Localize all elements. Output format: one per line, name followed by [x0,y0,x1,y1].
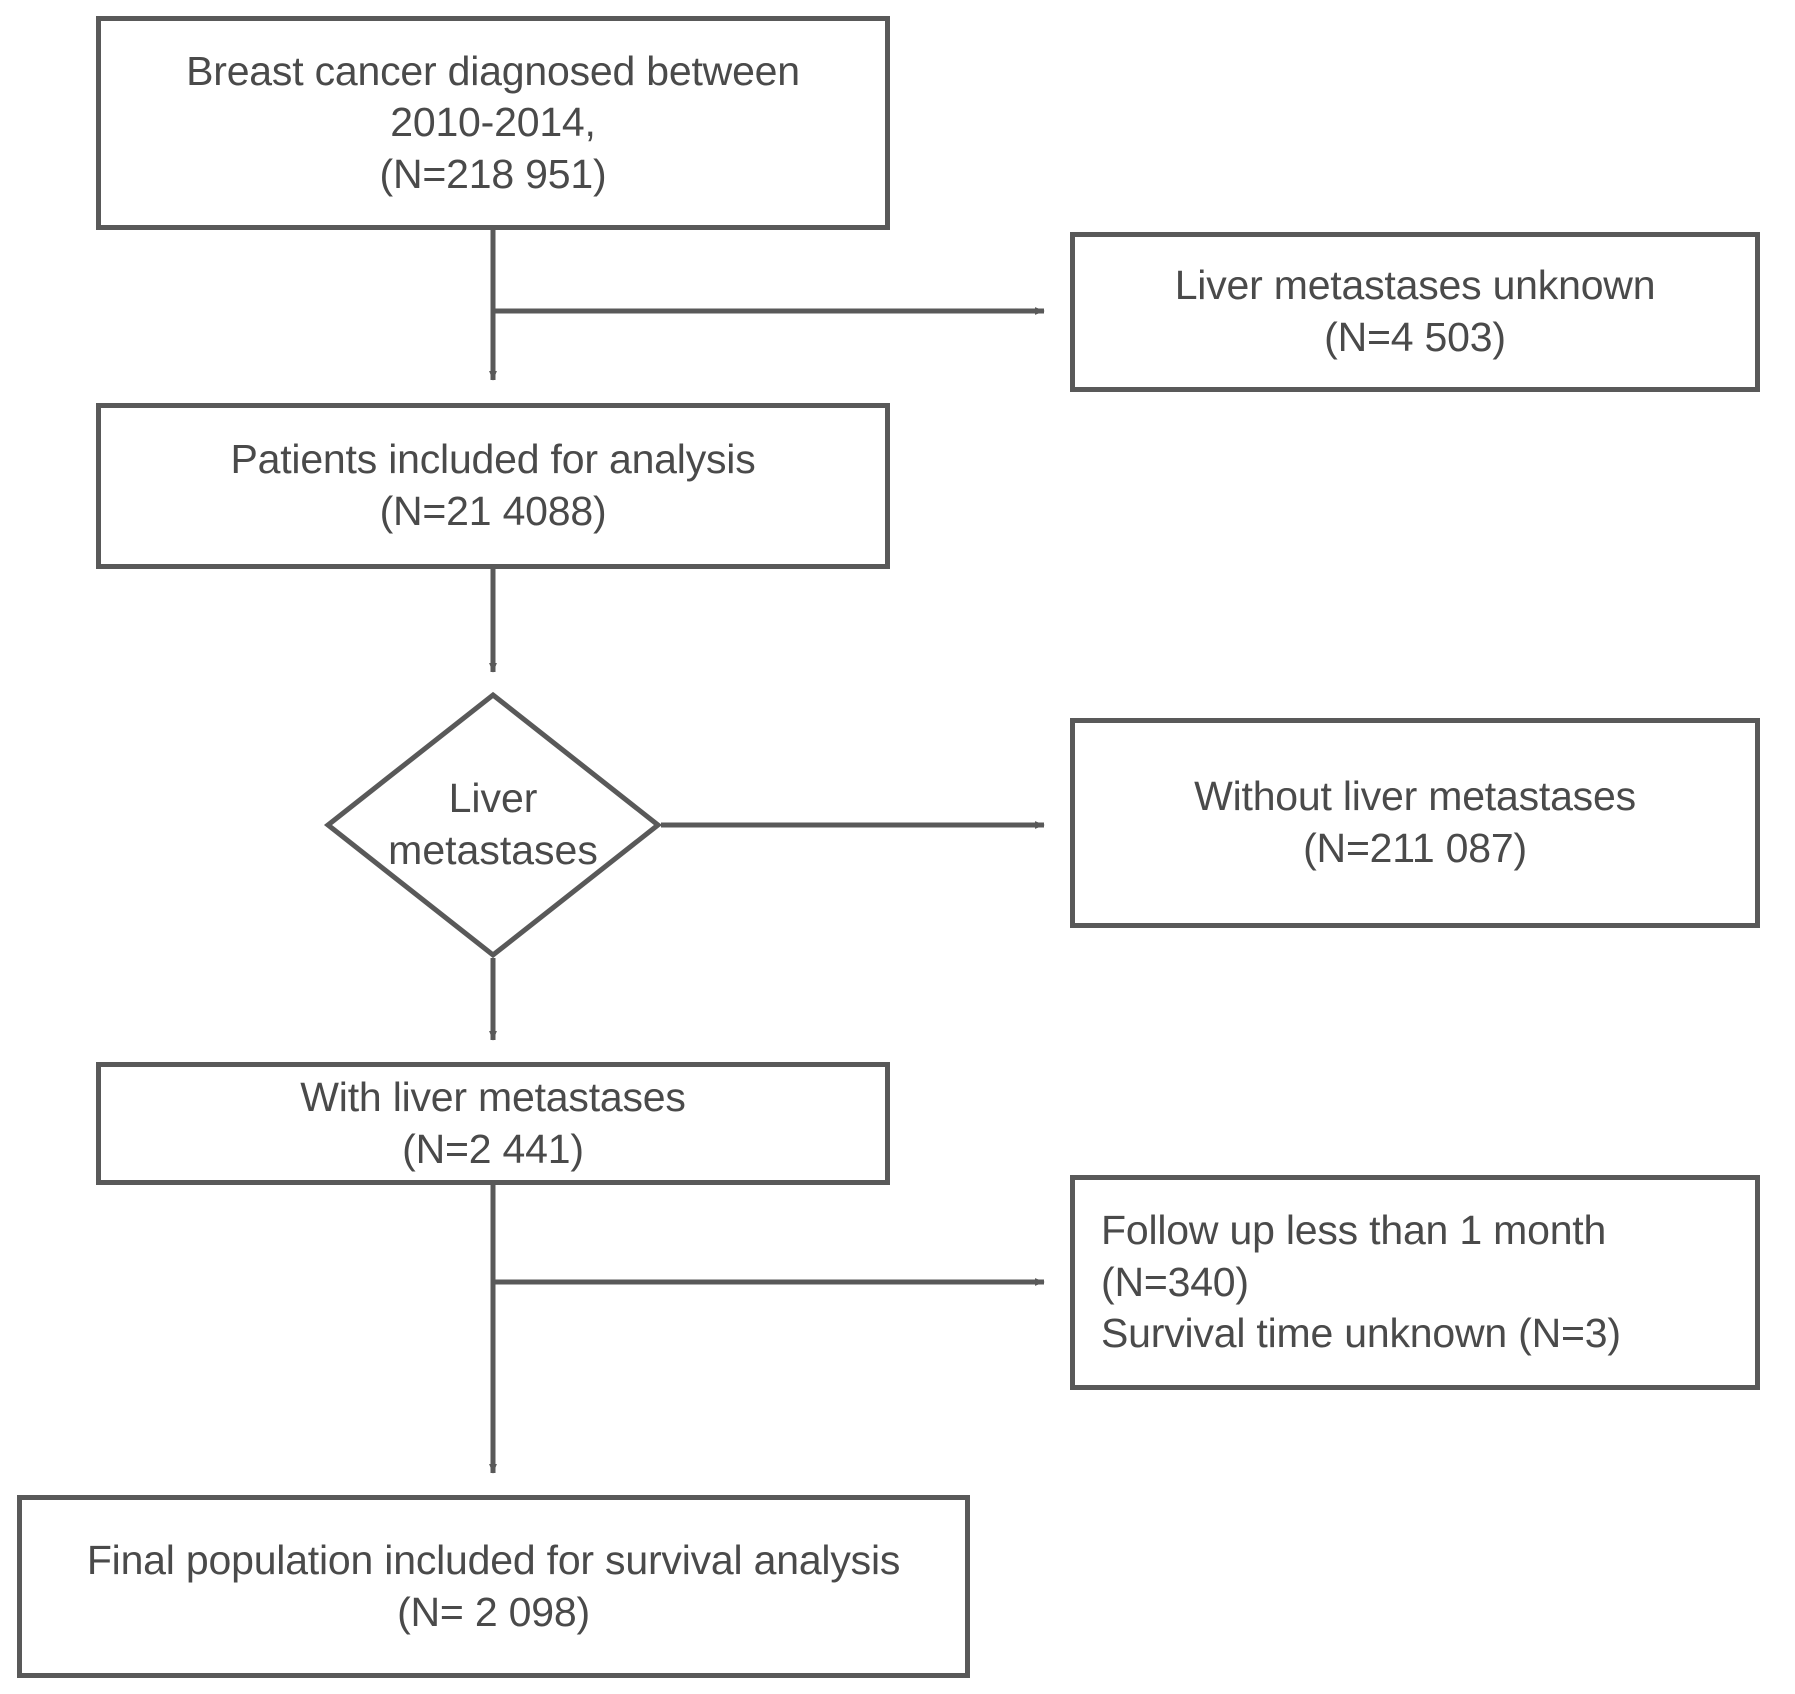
node-liver-metastases-decision[interactable]: Liver metastases [323,691,663,959]
node-excluded-followup[interactable]: Follow up less than 1 month (N=340) Surv… [1070,1175,1760,1390]
node-excluded-followup-label: Follow up less than 1 month (N=340) Surv… [1101,1207,1621,1357]
node-liver-metastases-unknown[interactable]: Liver metastases unknown (N=4 503) [1070,232,1760,392]
node-without-liver-metastases[interactable]: Without liver metastases (N=211 087) [1070,718,1760,928]
node-with-liver-metastases-label: With liver metastases (N=2 441) [300,1073,686,1172]
node-source-cohort-label: Breast cancer diagnosed between 2010-201… [186,47,800,197]
node-with-liver-metastases[interactable]: With liver metastases (N=2 441) [96,1062,890,1185]
node-liver-metastases-unknown-label: Liver metastases unknown (N=4 503) [1174,262,1656,360]
diamond-shape [323,691,663,959]
node-source-cohort[interactable]: Breast cancer diagnosed between 2010-201… [96,16,890,230]
node-patients-included-label: Patients included for analysis (N=21 408… [230,436,756,534]
node-patients-included[interactable]: Patients included for analysis (N=21 408… [96,403,890,569]
node-final-population-label: Final population included for survival a… [86,1536,901,1635]
node-without-liver-metastases-label: Without liver metastases (N=211 087) [1194,773,1636,871]
node-final-population[interactable]: Final population included for survival a… [17,1495,970,1678]
